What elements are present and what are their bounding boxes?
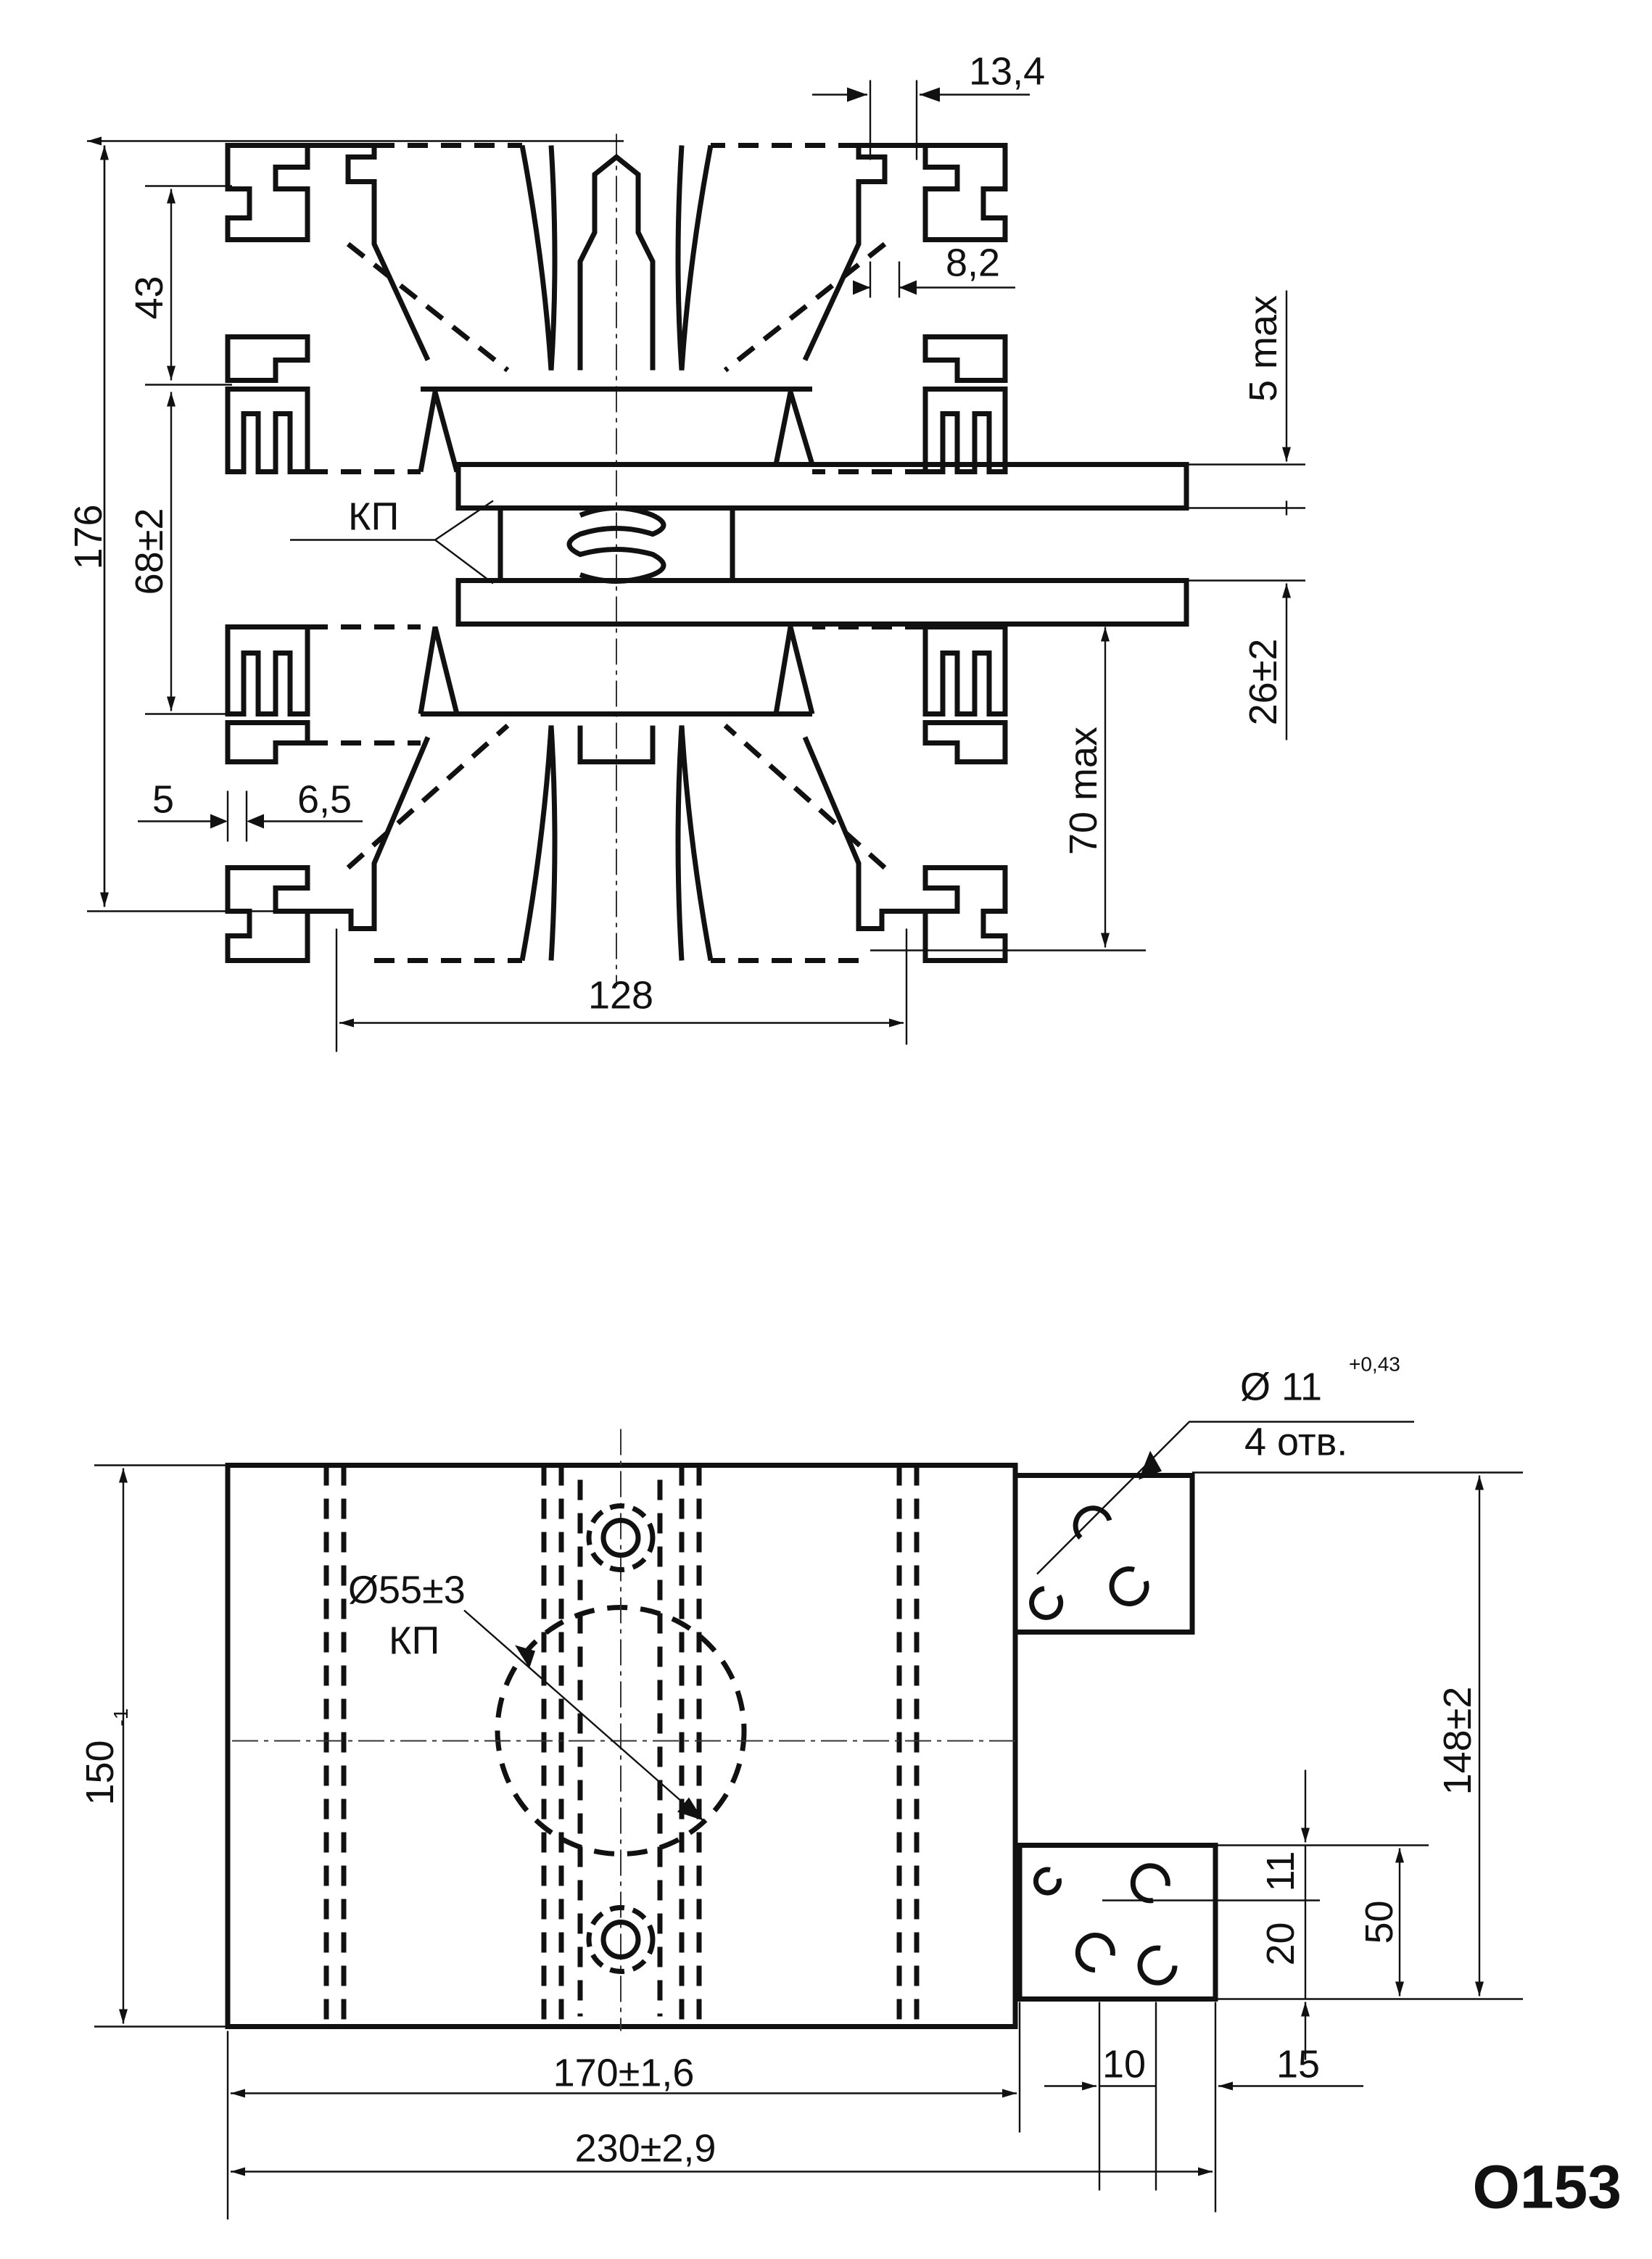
dim-5: 5 <box>152 778 174 822</box>
bottom-dimensions: 150 -1 148±2 50 20 11 170±1,6 230±2,9 10… <box>78 1353 1523 2220</box>
device-body <box>497 508 735 581</box>
hole-tolerance: +0,43 <box>1349 1353 1400 1376</box>
bottom-view-assembly: 150 -1 148±2 50 20 11 170±1,6 230±2,9 10… <box>78 1353 1523 2220</box>
heatsink-fins <box>418 144 815 962</box>
dim-148: 148±2 <box>1436 1687 1479 1796</box>
circle-diameter: Ø55±3 <box>348 1569 466 1612</box>
clamp-bar-bottom <box>455 578 1189 627</box>
hole-count: 4 отв. <box>1244 1421 1347 1464</box>
kp-label-top: КП <box>348 495 399 539</box>
dim-50: 50 <box>1358 1900 1401 1944</box>
dim-13-4: 13,4 <box>969 50 1045 94</box>
dim-11: 11 <box>1259 1851 1302 1891</box>
kp-label-bottom: КП <box>389 1619 439 1663</box>
dim-150-tol: -1 <box>110 1709 132 1727</box>
clamp-bar-top <box>455 462 1189 511</box>
dim-8-2: 8,2 <box>946 241 1000 285</box>
drawing-code: O153 <box>1473 2153 1622 2221</box>
bellows-icon <box>566 505 666 584</box>
dim-68: 68±2 <box>128 508 171 595</box>
dim-10: 10 <box>1102 2043 1146 2086</box>
dim-20: 20 <box>1259 1922 1302 1965</box>
dim-70-max: 70 max <box>1062 727 1105 855</box>
dim-170: 170±1,6 <box>553 2052 695 2095</box>
dim-6-5: 6,5 <box>297 778 352 822</box>
terminal-tab-bottom <box>1017 1843 1218 2002</box>
dim-150: 150 <box>78 1740 122 1805</box>
hole-diameter: Ø 11 <box>1240 1366 1322 1409</box>
dim-43: 43 <box>128 276 171 319</box>
heatsink-right <box>711 143 1008 963</box>
dim-230: 230±2,9 <box>575 2127 716 2171</box>
heatsink-left <box>225 143 522 963</box>
dim-128: 128 <box>588 974 653 1017</box>
top-view-assembly: 176 43 68±2 13,4 8,2 5 max 26±2 70 max 5… <box>67 50 1305 1052</box>
dim-15: 15 <box>1276 2043 1320 2086</box>
dim-5-max: 5 max <box>1242 295 1285 402</box>
top-dimensions: 176 43 68±2 13,4 8,2 5 max 26±2 70 max 5… <box>67 50 1305 1052</box>
mounting-holes <box>586 1503 1178 1986</box>
terminal-tab-top <box>1012 1473 1195 1635</box>
dim-176: 176 <box>67 504 110 569</box>
dim-26: 26±2 <box>1242 639 1285 726</box>
